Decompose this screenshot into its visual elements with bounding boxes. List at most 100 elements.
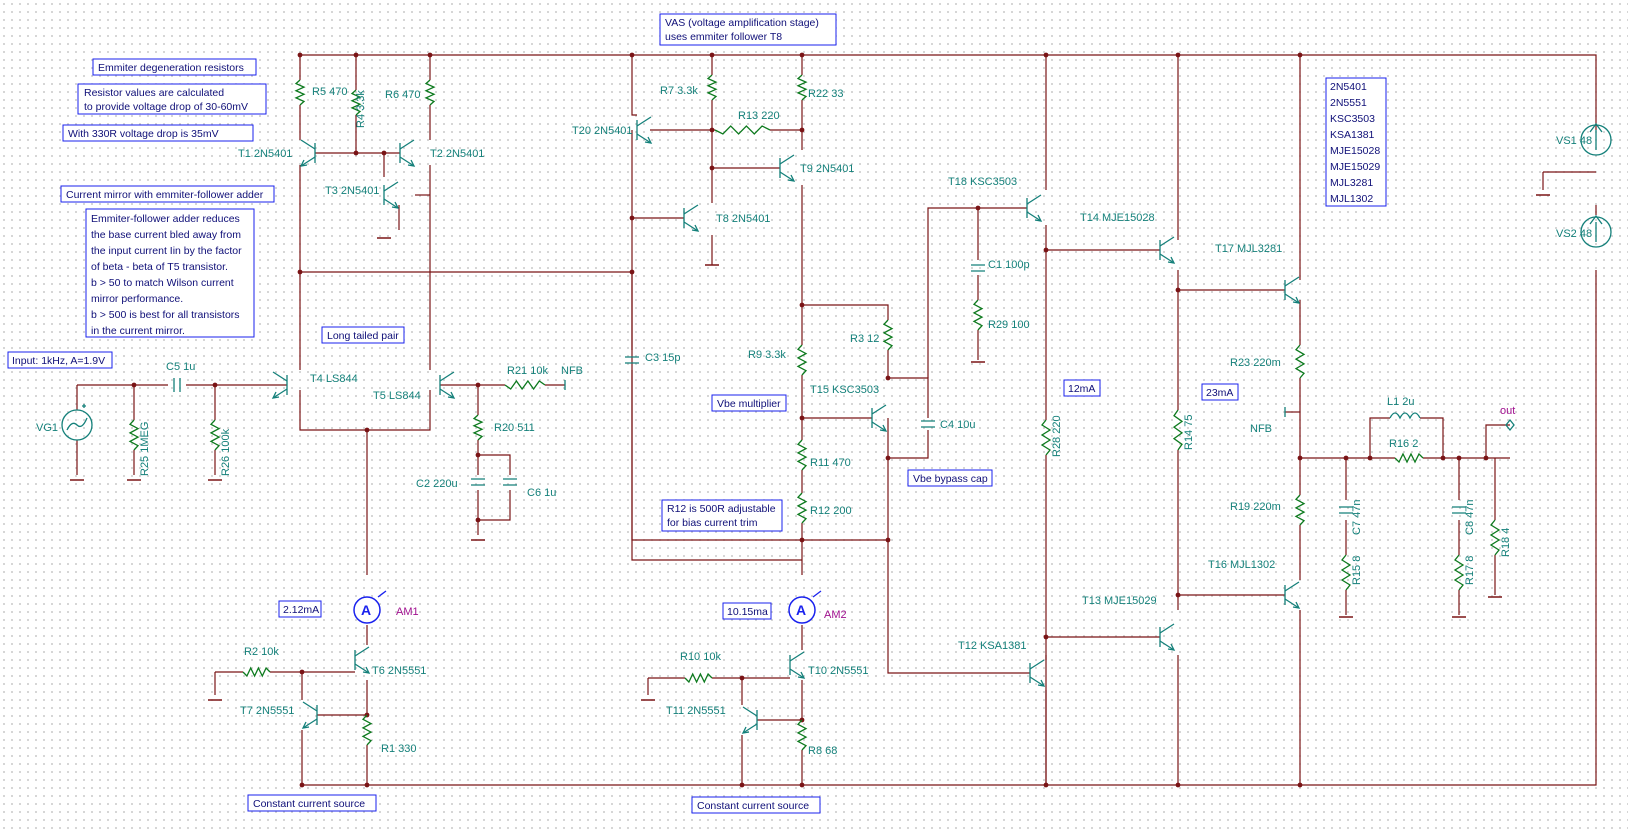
component-labels: R5 470 R4 3.3k R6 470 T1 2N5401 T2 2N540… [36, 85, 1592, 757]
junction-dot [709, 165, 715, 171]
label-t16: T16 MJL1302 [1208, 559, 1275, 571]
resistor-r16 [1394, 452, 1424, 464]
label-r20: R20 511 [494, 422, 535, 434]
junction-dot [475, 452, 481, 458]
note-10-15ma: 10.15ma [722, 602, 772, 620]
capacitor-c3 [625, 356, 639, 364]
junction-dot [629, 52, 635, 58]
junction-dot [1456, 455, 1462, 461]
transistor-t17 [1284, 276, 1301, 304]
junction-dot [364, 782, 370, 788]
resistor-r11 [796, 439, 808, 471]
svg-text:A: A [796, 602, 806, 618]
transistor-t18 [1026, 194, 1043, 222]
junction-dot [709, 52, 715, 58]
junction-dot [739, 782, 745, 788]
junction-dot [1440, 455, 1446, 461]
label-t4: T4 LS844 [310, 373, 358, 385]
label-t6: T6 2N5551 [372, 665, 426, 677]
note-input: Input: 1kHz, A=1.9V [7, 351, 113, 369]
label-t3: T3 2N5401 [325, 185, 379, 197]
label-nfb2: NFB [1250, 423, 1272, 435]
transistors [271, 116, 1301, 734]
label-vs2: VS2 48 [1556, 228, 1592, 240]
label-r21: R21 10k [507, 365, 548, 377]
note-emitter-degeneration-text: Emmiter degeneration resistors [98, 62, 244, 74]
capacitor-c2 [471, 478, 485, 486]
label-r10: R10 10k [680, 651, 721, 663]
ammeter-am2: A [788, 590, 822, 624]
junction-dot [1175, 782, 1181, 788]
capacitor-c8 [1452, 506, 1466, 514]
part-4: MJE15028 [1330, 145, 1380, 157]
label-c2: C2 220u [416, 478, 458, 490]
resistor-r1 [361, 714, 373, 746]
junction-dot [739, 675, 745, 681]
note-23ma-text: 23mA [1206, 387, 1233, 399]
junction-dot [1297, 782, 1303, 788]
resistor-r29 [972, 299, 984, 331]
svg-text:A: A [361, 602, 371, 618]
note-current-mirror: Current mirror with emmiter-follower add… [60, 185, 275, 203]
label-t15: T15 KSC3503 [810, 384, 879, 396]
resistors [128, 74, 1501, 751]
label-t10: T10 2N5551 [808, 665, 869, 677]
junction-dot [1367, 455, 1373, 461]
label-r29: R29 100 [988, 319, 1030, 331]
transistor-t13 [1159, 623, 1176, 651]
note-r12-adjustable: R12 is 500R adjustable for bias current … [661, 499, 783, 532]
capacitor-c1 [971, 264, 985, 272]
resistor-r17 [1453, 554, 1465, 591]
junction-dot [131, 382, 137, 388]
label-t18: T18 KSC3503 [948, 176, 1017, 188]
note-ef-adder-line4: of beta - beta of T5 transistor. [91, 261, 228, 273]
resistor-r7 [706, 74, 718, 101]
resistor-r5 [294, 79, 306, 106]
ground-symbols [70, 194, 1550, 701]
note-vas-line2: uses emmiter follower T8 [665, 31, 782, 43]
label-r11: R11 470 [810, 457, 851, 469]
note-vas-line1: VAS (voltage amplification stage) [665, 17, 819, 29]
label-vg1: VG1 [36, 422, 58, 434]
resistor-r4 [350, 89, 362, 116]
resistor-r6 [424, 79, 436, 106]
label-nfb1: NFB [561, 365, 583, 377]
junction-dot [297, 269, 303, 275]
capacitor-c5 [173, 378, 181, 392]
resistor-r8 [796, 719, 808, 751]
transistor-t9 [779, 154, 796, 182]
part-6: MJL3281 [1330, 177, 1373, 189]
part-3: KSA1381 [1330, 129, 1375, 141]
label-r15: R15 8 [1351, 556, 1363, 585]
transistor-t20 [636, 116, 653, 144]
junction-dot [709, 127, 715, 133]
capacitors [173, 264, 1466, 514]
part-1: 2N5551 [1330, 97, 1367, 109]
label-r14: R14 75 [1183, 415, 1195, 450]
resistor-r3 [882, 319, 894, 351]
junction-dot [799, 127, 805, 133]
label-r26: R26 100k [220, 428, 232, 476]
label-c7: C7 47n [1351, 500, 1363, 535]
nfb-terminals [564, 380, 1515, 432]
junction-dot [1297, 52, 1303, 58]
label-t17: T17 MJL3281 [1215, 243, 1282, 255]
label-r1: R1 330 [381, 743, 416, 755]
label-c3: C3 15p [645, 352, 680, 364]
label-r23: R23 220m [1230, 357, 1281, 369]
part-7: MJL1302 [1330, 193, 1373, 205]
label-c5: C5 1u [166, 361, 195, 373]
label-r6: R6 470 [385, 89, 420, 101]
label-r8: R8 68 [808, 745, 837, 757]
label-r2: R2 10k [244, 646, 279, 658]
transistor-t8 [683, 204, 700, 232]
note-resistor-values-line2: to provide voltage drop of 30-60mV [84, 101, 248, 113]
resistor-r12 [796, 492, 808, 524]
resistor-r9 [796, 344, 808, 376]
label-am2: AM2 [824, 609, 847, 621]
note-2-12ma-text: 2.12mA [283, 604, 319, 616]
junction-dot [629, 215, 635, 221]
capacitor-c4 [921, 420, 935, 428]
note-resistor-values: Resistor values are calculated to provid… [77, 83, 267, 115]
